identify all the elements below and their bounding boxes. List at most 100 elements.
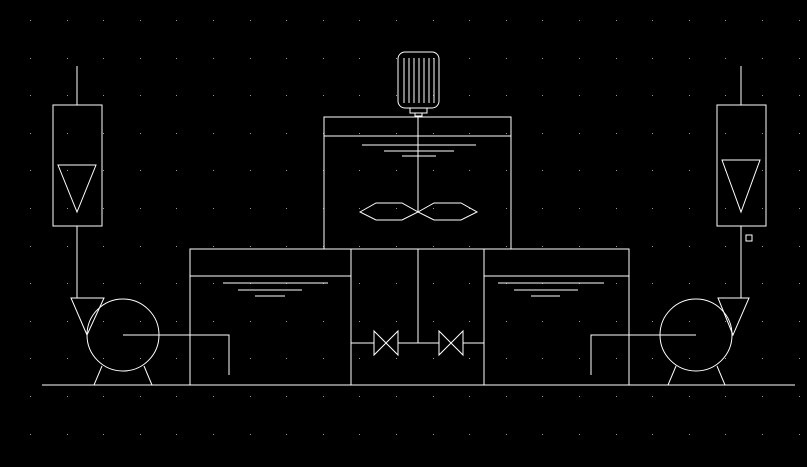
grid-dot — [213, 434, 214, 435]
left-flowmeter-icon[interactable] — [52, 66, 103, 298]
grid-dot — [359, 246, 360, 247]
grid-dot — [433, 246, 434, 247]
grid-dot — [286, 246, 287, 247]
grid-dot — [323, 358, 324, 359]
grid-dot — [396, 20, 397, 21]
grid-dot — [542, 396, 543, 397]
center-piping — [351, 248, 484, 344]
grid-dot — [140, 170, 141, 171]
grid-dot — [433, 20, 434, 21]
grid-dot — [323, 58, 324, 59]
mixer-motor-icon[interactable] — [397, 51, 440, 117]
grid-dot — [433, 170, 434, 171]
grid-dot — [140, 20, 141, 21]
grid-dot — [323, 396, 324, 397]
right-flowmeter-icon[interactable] — [716, 66, 767, 298]
grid-dot — [579, 20, 580, 21]
grid-dot — [652, 434, 653, 435]
grid-dot — [140, 58, 141, 59]
grid-dot — [30, 208, 31, 209]
grid-dot — [725, 283, 726, 284]
grid-dot — [652, 246, 653, 247]
grid-dot — [286, 133, 287, 134]
grid-dot — [689, 246, 690, 247]
grid-dot — [67, 321, 68, 322]
grid-dot — [762, 95, 763, 96]
grid-dot — [616, 58, 617, 59]
grid-dot — [469, 58, 470, 59]
grid-dot — [433, 396, 434, 397]
grid-dot — [396, 246, 397, 247]
grid-dot — [140, 208, 141, 209]
grid-dot — [396, 396, 397, 397]
grid-dot — [616, 95, 617, 96]
grid-dot — [67, 434, 68, 435]
grid-dot — [469, 133, 470, 134]
grid-dot — [213, 396, 214, 397]
grid-dot — [30, 283, 31, 284]
grid-dot — [652, 208, 653, 209]
grid-dot — [250, 434, 251, 435]
grid-dot — [799, 246, 800, 247]
grid-dot — [689, 208, 690, 209]
grid-dot — [213, 358, 214, 359]
grid-dot — [652, 283, 653, 284]
grid-dot — [250, 58, 251, 59]
grid-dot — [469, 321, 470, 322]
grid-dot — [799, 434, 800, 435]
impeller-left-blade — [358, 202, 420, 221]
grid-dot — [506, 58, 507, 59]
grid-dot — [725, 20, 726, 21]
grid-dot — [652, 321, 653, 322]
grid-dot — [396, 434, 397, 435]
grid-dot — [396, 358, 397, 359]
grid-dot — [323, 20, 324, 21]
grid-dot — [725, 208, 726, 209]
grid-dot — [689, 434, 690, 435]
grid-dot — [30, 95, 31, 96]
grid-dot — [616, 358, 617, 359]
grid-dot — [140, 358, 141, 359]
grid-dot — [103, 396, 104, 397]
left-valve-icon[interactable] — [373, 329, 399, 357]
right-valve-icon[interactable] — [438, 329, 464, 357]
grid-dot — [469, 20, 470, 21]
grid-dot — [176, 358, 177, 359]
grid-dot — [140, 95, 141, 96]
grid-dot — [579, 133, 580, 134]
grid-dot — [725, 358, 726, 359]
left-tank[interactable] — [189, 248, 352, 386]
grid-dot — [396, 208, 397, 209]
grid-dot — [67, 208, 68, 209]
grid-dot — [616, 133, 617, 134]
right-tank[interactable] — [483, 248, 630, 386]
grid-dot — [652, 133, 653, 134]
grid-dot — [762, 208, 763, 209]
grid-dot — [30, 246, 31, 247]
grid-dot — [799, 133, 800, 134]
grid-dot — [103, 434, 104, 435]
grid-dot — [323, 321, 324, 322]
grid-dot — [176, 208, 177, 209]
grid-dot — [652, 95, 653, 96]
grid-dot — [140, 283, 141, 284]
grid-dot — [542, 208, 543, 209]
grid-dot — [176, 396, 177, 397]
grid-dot — [103, 208, 104, 209]
grid-dot — [762, 283, 763, 284]
grid-dot — [799, 396, 800, 397]
grid-dot — [542, 170, 543, 171]
grid-dot — [67, 396, 68, 397]
left-pump-icon[interactable] — [70, 297, 230, 386]
grid-dot — [250, 358, 251, 359]
grid-dot — [542, 58, 543, 59]
right-pump-icon[interactable] — [590, 297, 750, 386]
grid-dot — [286, 170, 287, 171]
grid-dot — [213, 170, 214, 171]
grid-dot — [140, 246, 141, 247]
mixing-tank[interactable] — [323, 116, 512, 250]
grid-dot — [725, 246, 726, 247]
grid-dot — [506, 170, 507, 171]
grid-dot — [67, 20, 68, 21]
